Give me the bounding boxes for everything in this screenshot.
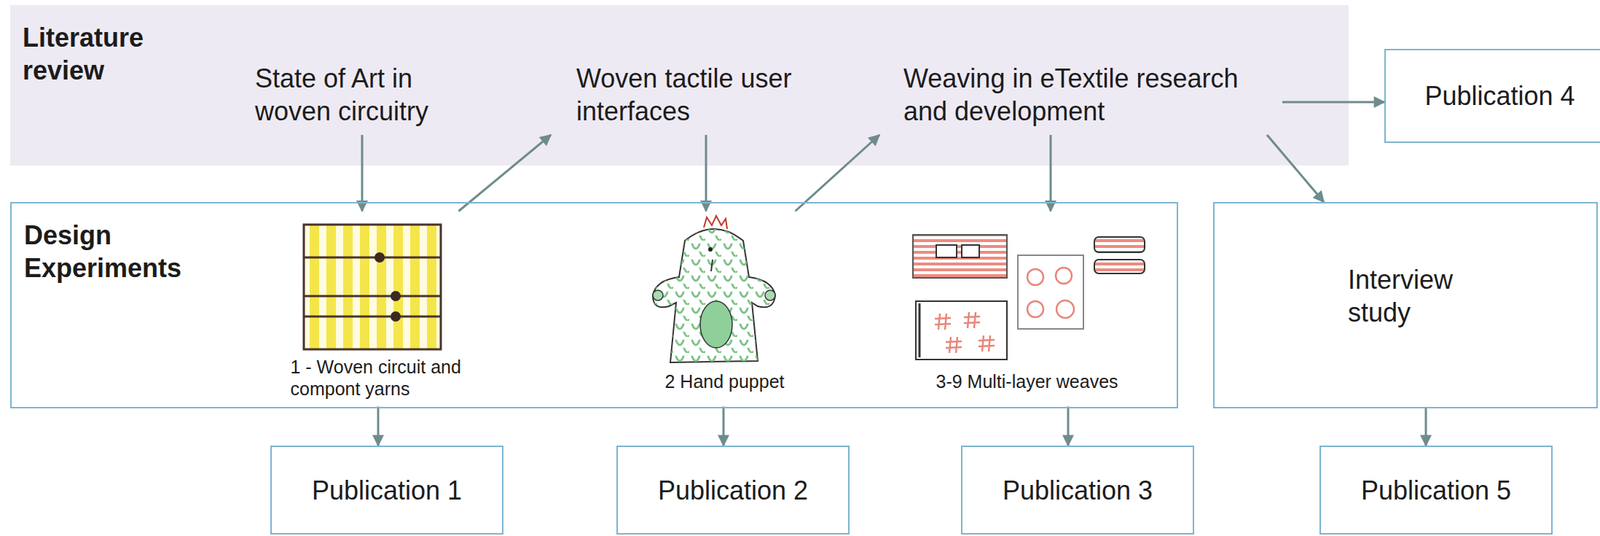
topic-text-text: State of Art in woven circuitry [255, 61, 474, 128]
warp-stripe [359, 225, 370, 349]
topic-text: Woven tactile user interfaces [569, 54, 803, 135]
multi-layer-weave-sketches [1055, 267, 1072, 284]
flow-arrow [705, 134, 708, 212]
publication-box: Publication 1 [270, 445, 504, 535]
hand-puppet-sketch [652, 289, 664, 301]
publication-box-text: Publication 1 [271, 446, 503, 533]
interview-box-text: Interview study [1347, 263, 1509, 329]
woven-circuit-sketch [390, 290, 401, 301]
woven-circuit-sketch [303, 224, 441, 349]
topic-text: Weaving in eTextile research and develop… [896, 54, 1283, 135]
hash-mark [934, 313, 951, 330]
publication-box: Publication 4 [1384, 48, 1600, 143]
woven-circuit-sketch [303, 224, 441, 349]
hand-puppet-sketch [652, 228, 776, 363]
experiments-box: Design Experiments 1 - Woven circuit and … [10, 201, 1179, 409]
woven-circuit-sketch [303, 256, 441, 259]
experiment-item: 1 - Woven circuit and compont yarns [284, 211, 481, 407]
experiment-item-text: 2 Hand puppet [641, 370, 809, 392]
publication-box-text: Publication 5 [1320, 446, 1552, 533]
topic-text-text: Woven tactile user interfaces [576, 61, 795, 128]
flow-arrow [361, 134, 364, 212]
publication-box-text: Publication 4 [1385, 50, 1600, 142]
publication-box-text: Publication 3 [962, 446, 1193, 533]
literature-band-text: Literature review [22, 21, 213, 87]
multi-layer-weave-sketches [915, 300, 1007, 360]
hand-puppet-sketch [700, 300, 733, 348]
multi-layer-weave-sketches [1027, 300, 1044, 317]
experiment-item-text: 1 - Woven circuit and compont yarns [290, 355, 473, 400]
multi-layer-weave-sketches [1094, 236, 1145, 253]
multi-layer-weave-sketches [936, 244, 957, 258]
hash-mark [963, 311, 980, 328]
hand-puppet-sketch [652, 215, 776, 363]
hand-puppet-sketch [652, 228, 776, 363]
flow-arrow [1049, 134, 1053, 212]
experiment-item-text: 3-9 Multi-layer weaves [936, 370, 1152, 392]
multi-layer-weave-sketches [912, 234, 1007, 278]
woven-circuit-sketch [374, 252, 385, 263]
hand-puppet-sketch [711, 259, 713, 272]
warp-stripe [426, 225, 437, 349]
hash-marks [934, 311, 995, 353]
hand-puppet-sketch [708, 246, 713, 252]
publication-box: Publication 2 [616, 445, 850, 535]
woven-circuit-sketch [390, 311, 401, 322]
publication-box-text: Publication 2 [617, 446, 849, 533]
hash-mark [978, 335, 995, 352]
warp-stripe [376, 225, 387, 349]
hand-puppet-sketch [765, 289, 776, 301]
hand-puppet-sketch [703, 215, 728, 229]
warp-stripe [326, 225, 336, 349]
flow-arrow [722, 406, 725, 446]
topic-text: State of Art in woven circuitry [247, 54, 481, 135]
flow-arrow [1067, 406, 1070, 446]
experiment-item: 3-9 Multi-layer weaves [907, 211, 1155, 407]
interview-box: Interview study [1213, 201, 1598, 409]
publication-box: Publication 3 [961, 445, 1195, 535]
woven-circuit-sketch [303, 224, 441, 349]
warp-stripe [393, 225, 403, 349]
woven-circuit-sketch [303, 295, 441, 298]
topic-text-text: Weaving in eTextile research and develop… [903, 61, 1276, 128]
warp-stripe [309, 225, 320, 349]
multi-layer-weave-sketches [1094, 259, 1145, 274]
warp-stripe [410, 225, 420, 349]
flow-arrow [1425, 408, 1428, 446]
warp-stripe [343, 225, 353, 349]
multi-layer-weave-sketches [912, 234, 1145, 360]
multi-layer-weave-sketches [961, 244, 980, 258]
multi-layer-weave-sketches [1056, 300, 1074, 318]
flow-arrow [377, 406, 380, 446]
yellow-warp-stripes [309, 225, 437, 349]
hash-mark [945, 336, 962, 353]
multi-layer-weave-sketches [918, 303, 921, 358]
publication-box: Publication 5 [1319, 445, 1553, 535]
flow-arrow [1282, 101, 1385, 104]
experiment-item: 2 Hand puppet [641, 211, 809, 407]
literature-band: Literature reviewState of Art in woven c… [10, 5, 1349, 166]
woven-circuit-sketch [303, 315, 441, 318]
multi-layer-weave-sketches [1017, 255, 1084, 329]
experiments-box-text: Design Experiments [24, 218, 214, 285]
multi-layer-weave-sketches [1027, 268, 1044, 285]
